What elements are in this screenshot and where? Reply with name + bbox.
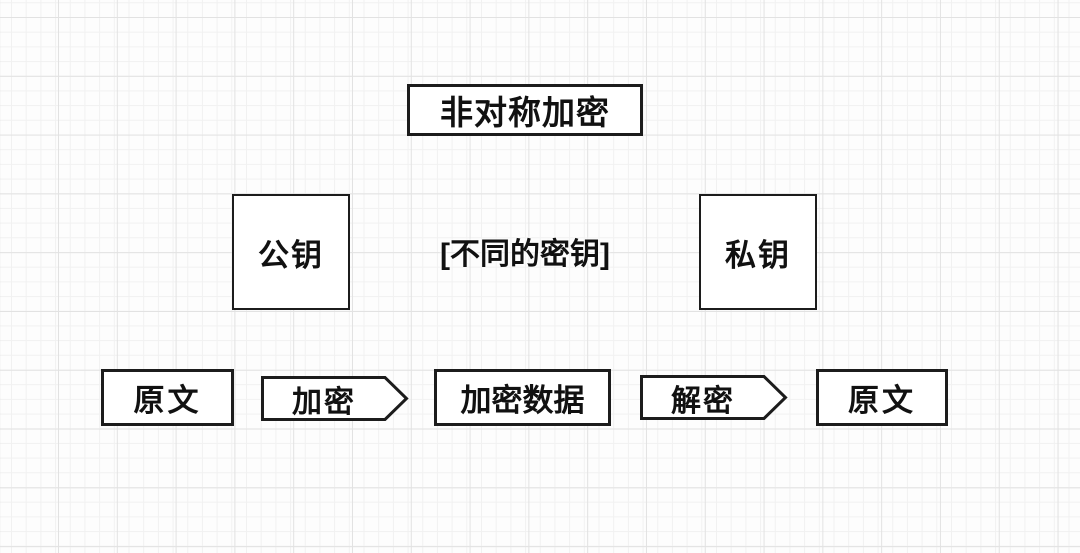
plaintext-end-box: 原文 [816,369,948,426]
ciphertext-label: 加密数据 [460,383,585,418]
private-key-label: 私钥 [725,237,791,273]
public-key-label: 公钥 [258,237,324,273]
plaintext-start-box: 原文 [101,369,234,426]
title-box: 非对称加密 [407,84,643,136]
different-keys-note: [不同的密钥] [440,238,610,271]
plaintext-start-label: 原文 [133,383,202,418]
ciphertext-box: 加密数据 [434,369,611,426]
plaintext-end-label: 原文 [848,383,916,418]
decrypt-label: 解密 [671,384,735,418]
private-key-box: 私钥 [699,194,817,310]
encrypt-arrow-shape [261,376,409,421]
encrypt-label: 加密 [292,385,356,419]
decrypt-arrow: 解密 [640,375,788,420]
public-key-box: 公钥 [232,194,350,310]
title-label: 非对称加密 [440,94,610,131]
decrypt-arrow-shape [640,375,788,420]
encrypt-arrow: 加密 [261,376,409,421]
